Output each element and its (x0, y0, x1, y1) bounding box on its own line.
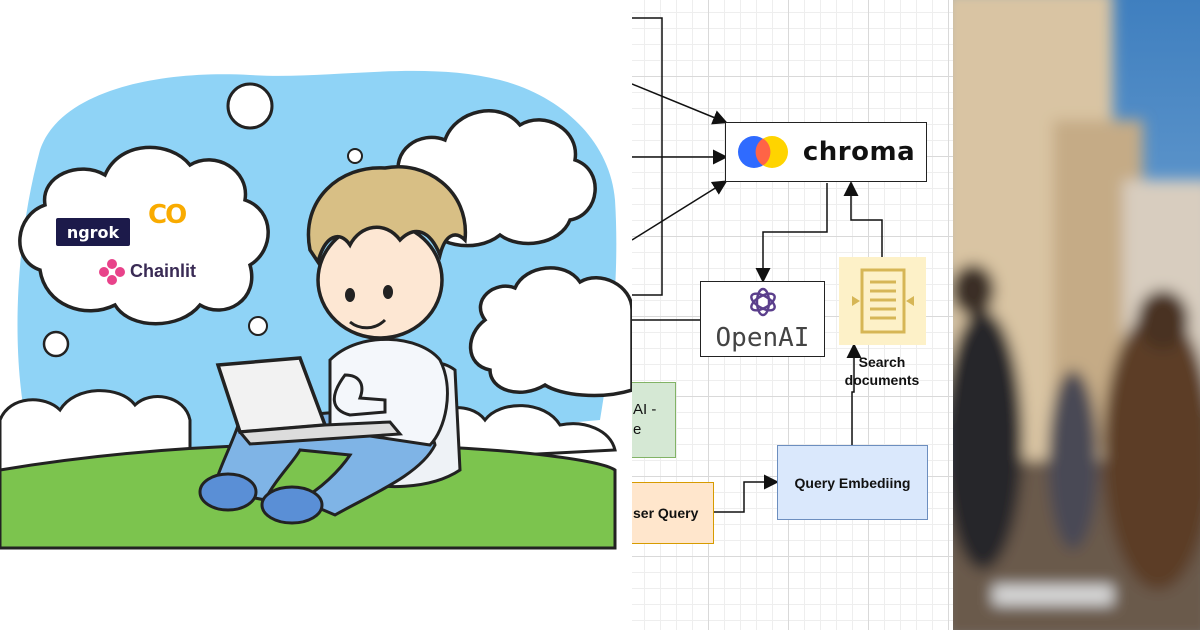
person-left (953, 310, 1023, 570)
search-label-line1: Search (858, 354, 906, 370)
person-middle (1048, 370, 1098, 550)
chainlit-logo: Chainlit (130, 261, 196, 281)
user-query-label: ser Query (633, 505, 699, 521)
connector-arrow (843, 181, 883, 257)
boy-head (316, 220, 444, 340)
person-right-head (1137, 290, 1189, 350)
user-query-node: ser Query (632, 482, 714, 544)
architecture-diagram-panel: chroma OpenAI Search docume (632, 0, 953, 630)
shoe (260, 485, 324, 525)
bubble-circle (347, 148, 363, 164)
blurred-street-photo (953, 0, 1200, 630)
connector-arrow (632, 83, 728, 125)
bubble-circle (226, 82, 274, 130)
person-head (953, 264, 995, 316)
boy-hair (306, 165, 468, 267)
connector-arrow (714, 474, 779, 513)
cloud (468, 266, 632, 398)
search-documents-label: Search documents (832, 353, 932, 389)
eye (383, 285, 393, 299)
query-embedding-node: Query Embediing (777, 445, 928, 520)
crosswalk-stripe (993, 585, 1113, 605)
boy-arm (332, 373, 387, 417)
bush-cloud (0, 389, 192, 472)
connector-arrow (632, 180, 728, 241)
street-photo-panel (953, 0, 1200, 630)
bubble-circle (42, 330, 70, 358)
shoe (198, 472, 258, 512)
chroma-node: chroma (725, 122, 927, 182)
boy-with-laptop-illustration (0, 70, 632, 550)
openai-logo-icon (749, 287, 776, 317)
boy-torso (328, 337, 449, 447)
connector-arrow (755, 183, 828, 283)
chainlit-logo-mark (99, 259, 125, 285)
query-embedding-label: Query Embediing (794, 474, 911, 491)
thought-cloud (18, 145, 270, 326)
illustration-panel: ngrok CO Chainlit (0, 70, 632, 550)
llm-node-label: AI - e (633, 401, 657, 438)
llm-node-partial: AI - e (632, 382, 676, 458)
colab-logo: CO (148, 200, 187, 230)
openai-node: OpenAI (700, 281, 825, 357)
document-icon (851, 268, 914, 334)
chroma-logo-icon (737, 136, 788, 168)
openai-label: OpenAI (715, 323, 810, 353)
bubble-circle (248, 316, 268, 336)
search-documents-node (839, 257, 926, 345)
chroma-label: chroma (802, 137, 916, 167)
mouth (349, 318, 387, 330)
ngrok-logo: ngrok (56, 218, 130, 246)
eye (345, 288, 355, 302)
diagram-connectors (632, 17, 883, 513)
connector-arrow (846, 343, 862, 445)
laptop-base (236, 420, 404, 446)
search-label-line2: documents (844, 372, 920, 388)
person-right (1103, 310, 1200, 590)
